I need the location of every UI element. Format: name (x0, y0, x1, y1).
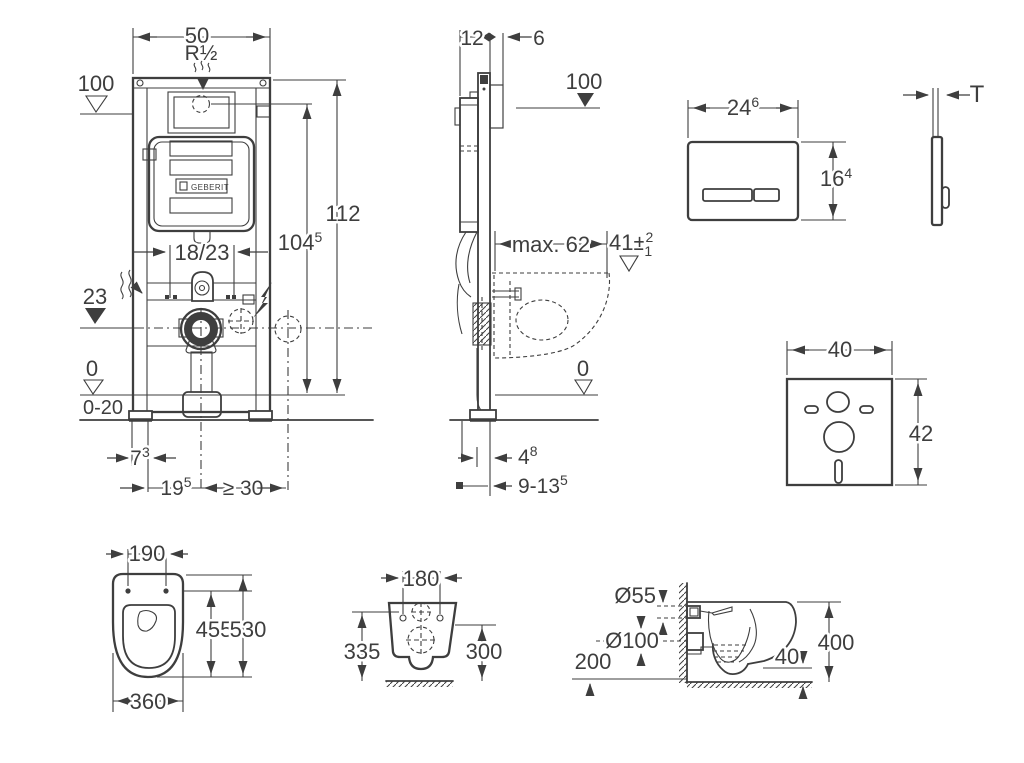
dim-rear-height-left: 335 (344, 639, 381, 664)
level-100-label-side: 100 (566, 69, 603, 94)
dim-offset-drain: 195 (160, 474, 191, 500)
pan-dashed-outline (492, 272, 611, 359)
sound-pad-view: 40 42 (785, 335, 936, 487)
pan-rear-view: 180 335 300 (341, 564, 505, 687)
logo-box (175, 178, 228, 194)
wall-hatch (679, 583, 687, 683)
corner-screw-icon (136, 79, 144, 87)
dim-pad-width: 40 (828, 337, 852, 362)
dim-depth-frame: 12 (460, 27, 483, 50)
dim-pan-depth-total: 530 (230, 617, 267, 642)
dim-bracket-range: 18/23 (174, 240, 229, 265)
pad-slot-left (804, 405, 819, 414)
flush-button-small (753, 188, 780, 202)
dim-inlet-diameter: Ø55 (614, 583, 656, 608)
level-100-marker-side (577, 93, 594, 107)
sound-pad (785, 377, 894, 487)
dim-pan-depth-inner: 455 (196, 617, 233, 642)
dim-diamond-arrow (482, 32, 496, 42)
bolt-hole (436, 614, 444, 622)
plate-mounting-box (167, 91, 236, 134)
drain-elbow (182, 391, 222, 418)
dim-plate-thickness: T (970, 81, 985, 108)
dim-offset-foot: 73 (130, 444, 150, 470)
dim-height-plate: 1045 (278, 229, 323, 255)
pan-side-view: Ø55 Ø100 200 40 400 (572, 581, 857, 699)
dim-rim-gap: 40 (775, 644, 799, 669)
flush-plate-front-view: 246 164 (686, 92, 855, 222)
dim-pan-bolt-spacing: 190 (129, 541, 166, 566)
pad-slot-right (859, 405, 874, 414)
dim-max-depth: max. 62 (512, 232, 590, 257)
bolt-hole (399, 614, 407, 622)
dim-min-clearance: ≥ 30 (223, 477, 264, 500)
floor-hatch (386, 681, 453, 687)
pan-rear-outline (387, 601, 458, 671)
water-level-lines (713, 644, 746, 663)
dim-pan-width: 360 (130, 689, 167, 714)
dim-wall-thickness: 6 (533, 27, 545, 50)
pad-center-hole (823, 421, 855, 453)
flush-pipe-curve (455, 231, 472, 298)
inlet-spigot (686, 605, 701, 619)
flush-button-large (702, 188, 753, 202)
plate-button-profile (941, 186, 950, 209)
dim-pad-height: 42 (909, 421, 933, 446)
cistern (147, 135, 256, 233)
flush-plate (686, 140, 800, 222)
flush-plate-side-view: T (903, 79, 987, 227)
water-supply-side-icon (120, 269, 143, 300)
dim-rear-bolt-spacing: 180 (403, 566, 440, 591)
bolt-hole (163, 588, 169, 594)
pan-outline (111, 572, 185, 679)
cistern-profile (459, 97, 479, 233)
frame-front-view: 50 R½ 100 112 1045 GEBERIT 18/23 (75, 21, 374, 503)
level-23-label: 23 (83, 284, 107, 309)
floor-hatch (687, 682, 812, 688)
plate-profile (930, 135, 944, 227)
dim-thread: R½ (185, 42, 218, 65)
level-100-marker (85, 95, 109, 114)
dim-rear-height-right: 300 (466, 639, 503, 664)
corner-screw-icon (259, 79, 267, 87)
level-0-marker (82, 379, 105, 395)
dim-frame-width: 50 (185, 23, 209, 48)
rim-level-marker (619, 255, 639, 273)
service-hole-dashed (274, 315, 302, 343)
pan-flush-opening (137, 609, 158, 632)
dim-range-floor: 9-135 (518, 472, 568, 498)
water-supply-top-icon (193, 60, 211, 90)
level-0-label: 0 (86, 356, 98, 381)
dim-outlet-diameter: Ø100 (605, 628, 659, 653)
drain-seal-block (473, 303, 491, 345)
dim-gap-wall: 48 (518, 443, 538, 469)
level-100-label: 100 (78, 71, 115, 96)
bolt-hole (125, 588, 131, 594)
dim-plate-width: 246 (727, 94, 759, 120)
brand-logo: GEBERIT (191, 183, 229, 192)
level-0-label-side: 0 (577, 356, 589, 381)
dim-plate-height: 164 (820, 165, 852, 191)
supply-connection (191, 94, 211, 114)
pad-top-hole (826, 391, 850, 413)
dim-pan-height: 400 (818, 630, 855, 655)
dim-height-total: 112 (325, 201, 360, 226)
pan-top-view: 190 455 530 360 (106, 539, 269, 717)
pad-slot-bottom (834, 459, 843, 484)
wall-board-section (489, 84, 504, 129)
pan-profile-outline (686, 601, 797, 665)
dim-outlet-height: 200 (575, 649, 612, 674)
electrical-flash-icon (253, 282, 272, 318)
level-0-marker-side (573, 379, 593, 396)
frame-rail-profile (477, 72, 491, 421)
dim-floor-range: 0-20 (83, 397, 123, 419)
level-23-marker (85, 308, 106, 324)
pan-seat-ring (122, 604, 176, 669)
